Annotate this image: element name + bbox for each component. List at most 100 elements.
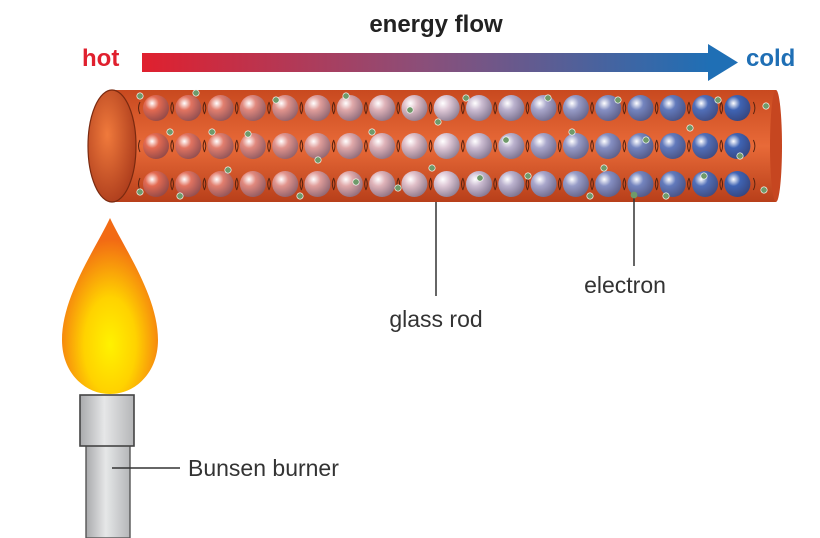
atom bbox=[433, 171, 460, 197]
atom bbox=[207, 133, 234, 159]
vibration-arc bbox=[622, 177, 625, 191]
vibration-arc bbox=[557, 101, 561, 115]
atom bbox=[530, 95, 557, 121]
vibration-arc bbox=[654, 101, 658, 115]
electron-dot bbox=[272, 96, 280, 104]
atom bbox=[433, 95, 460, 121]
atom bbox=[272, 133, 299, 159]
vibration-arc bbox=[331, 101, 335, 115]
atom bbox=[336, 171, 363, 197]
arrow-head bbox=[708, 44, 738, 81]
vibration-arc bbox=[559, 101, 562, 115]
energy-flow-arrow bbox=[142, 44, 738, 81]
vibration-arc bbox=[364, 139, 367, 153]
vibration-arc bbox=[171, 139, 174, 153]
atom bbox=[369, 95, 396, 121]
vibration-arc bbox=[202, 177, 206, 191]
atom bbox=[627, 133, 654, 159]
vibration-arc bbox=[300, 177, 304, 191]
atom bbox=[336, 133, 363, 159]
rod-end-right bbox=[770, 90, 782, 202]
electron-dot bbox=[342, 92, 350, 100]
glass-rod-label: glass rod bbox=[389, 306, 482, 332]
atom bbox=[175, 133, 202, 159]
flame-icon bbox=[62, 218, 158, 394]
vibration-arc bbox=[397, 139, 401, 153]
vibration-arc bbox=[720, 139, 724, 153]
vibration-arc bbox=[752, 177, 756, 191]
vibration-arc bbox=[557, 139, 561, 153]
vibration-arc bbox=[170, 177, 173, 191]
vibration-arc bbox=[396, 101, 399, 115]
atom bbox=[304, 95, 331, 121]
vibration-arc bbox=[461, 177, 464, 191]
vibration-arc bbox=[364, 101, 367, 115]
vibration-arc bbox=[138, 101, 141, 115]
electron-dot bbox=[224, 166, 232, 174]
atom bbox=[724, 171, 751, 197]
vibration-arc bbox=[331, 139, 335, 153]
vibration-arc bbox=[525, 101, 529, 115]
atom bbox=[692, 95, 719, 121]
atom bbox=[659, 95, 686, 121]
atom bbox=[239, 95, 266, 121]
atom bbox=[369, 171, 396, 197]
vibration-arc bbox=[654, 139, 658, 153]
vibration-arc bbox=[267, 177, 270, 191]
vibration-arc bbox=[234, 177, 238, 191]
electron-dot bbox=[296, 192, 304, 200]
atom bbox=[207, 95, 234, 121]
atom bbox=[175, 171, 202, 197]
vibration-arc bbox=[590, 101, 593, 115]
electron-dot bbox=[600, 164, 608, 172]
vibration-arc bbox=[365, 101, 368, 115]
vibration-arc bbox=[656, 101, 659, 115]
vibration-arc bbox=[719, 177, 722, 191]
vibration-arc bbox=[428, 139, 432, 153]
vibration-arc bbox=[623, 139, 627, 153]
atom bbox=[401, 133, 428, 159]
vibration-arc bbox=[234, 101, 238, 115]
vibration-arc bbox=[720, 177, 724, 191]
atom bbox=[466, 95, 492, 121]
atom bbox=[724, 95, 751, 121]
vibration-arc bbox=[236, 177, 239, 191]
vibration-arc bbox=[203, 101, 207, 115]
vibration-arc bbox=[299, 177, 302, 191]
vibration-arc bbox=[267, 101, 270, 115]
atom bbox=[466, 171, 492, 197]
atom bbox=[336, 95, 363, 121]
electron-callout-dot bbox=[630, 191, 638, 199]
vibration-arc bbox=[331, 177, 335, 191]
vibration-arc bbox=[461, 101, 464, 115]
electron-dot bbox=[524, 172, 532, 180]
free-electrons bbox=[136, 89, 770, 200]
atom bbox=[530, 133, 557, 159]
electron-dot bbox=[586, 192, 594, 200]
atom bbox=[207, 171, 234, 197]
vibration-arc bbox=[752, 139, 756, 153]
vibration-arc bbox=[462, 177, 465, 191]
electron-dot bbox=[352, 178, 360, 186]
vibration-arc bbox=[429, 139, 433, 153]
vibration-arc bbox=[591, 177, 594, 191]
vibration-arc bbox=[202, 101, 206, 115]
electron-label: electron bbox=[584, 272, 666, 298]
burner-collar bbox=[79, 394, 135, 447]
vibration-arc bbox=[525, 139, 529, 153]
vibration-arc bbox=[365, 139, 368, 153]
cold-label: cold bbox=[746, 45, 795, 72]
atom bbox=[595, 171, 622, 197]
vibration-arc bbox=[623, 177, 627, 191]
vibration-arc bbox=[656, 177, 659, 191]
vibration-arc bbox=[656, 139, 659, 153]
vibration-arc bbox=[202, 139, 206, 153]
electron-dot bbox=[136, 92, 144, 100]
vibration-arc bbox=[461, 139, 464, 153]
atom bbox=[659, 133, 686, 159]
vibration-arc bbox=[526, 139, 530, 153]
vibration-arc bbox=[493, 139, 496, 153]
atom bbox=[724, 133, 751, 159]
vibration-arc bbox=[622, 139, 625, 153]
